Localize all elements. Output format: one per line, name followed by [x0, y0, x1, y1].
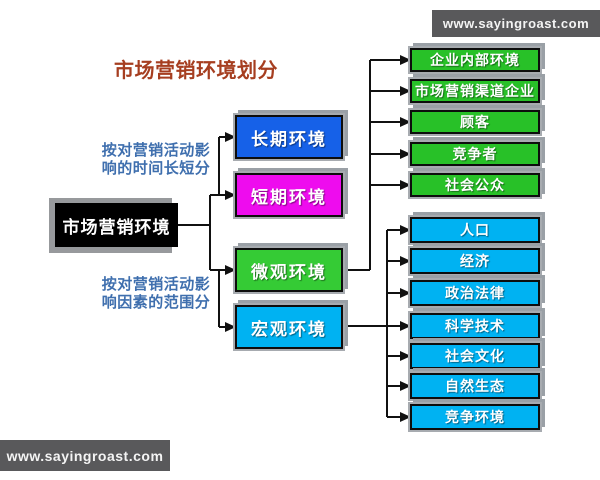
arrow-icon	[400, 86, 411, 96]
arrow-icon	[400, 225, 411, 235]
node-enterprise-internal: 企业内部环境	[410, 48, 540, 72]
node-social-culture: 社会文化	[410, 343, 540, 369]
arrow-icon	[400, 117, 411, 127]
criterion-scope-label: 按对营销活动影 响因素的范围分	[94, 276, 218, 312]
node-population: 人口	[410, 217, 540, 243]
node-long-term-environment: 长期环境	[235, 115, 343, 159]
criterion-time-label: 按对营销活动影 响的时间长短分	[94, 142, 218, 178]
node-root-marketing-environment: 市场营销环境	[55, 203, 178, 247]
watermark-text: www.sayingroast.com	[442, 16, 590, 31]
node-marketing-channel-firms: 市场营销渠道企业	[410, 79, 540, 103]
arrow-icon	[400, 256, 411, 266]
node-macro-environment: 宏观环境	[235, 305, 343, 349]
node-science-technology: 科学技术	[410, 313, 540, 339]
watermark-top-bar: www.sayingroast.com	[432, 10, 600, 37]
node-micro-environment: 微观环境	[235, 248, 343, 292]
criterion-line: 响的时间长短分	[101, 160, 211, 177]
arrow-icon	[225, 322, 236, 332]
arrow-icon	[400, 149, 411, 159]
criterion-line: 按对营销活动影	[101, 276, 211, 293]
watermark-text: www.sayingroast.com	[6, 447, 164, 464]
node-economy: 经济	[410, 248, 540, 274]
connector-cyan-stubs	[387, 229, 400, 418]
arrow-icon	[400, 55, 411, 65]
arrow-icon	[400, 412, 411, 422]
connector-green-stubs	[370, 59, 400, 186]
arrow-icon	[400, 321, 411, 331]
arrow-icon	[225, 190, 236, 200]
arrow-icon	[400, 381, 411, 391]
criterion-line: 按对营销活动影	[101, 142, 211, 159]
arrow-icon	[400, 180, 411, 190]
node-competitive-environment: 竞争环境	[410, 404, 540, 430]
connector-macro	[218, 270, 225, 328]
node-customers: 顾客	[410, 110, 540, 134]
connector-long-term	[218, 136, 225, 195]
node-politics-law: 政治法律	[410, 280, 540, 306]
watermark-bottom-bar: www.sayingroast.com	[0, 440, 170, 471]
node-short-term-environment: 短期环境	[235, 173, 343, 217]
arrow-icon	[400, 351, 411, 361]
node-competitors: 竞争者	[410, 142, 540, 166]
arrow-icon	[225, 132, 236, 142]
arrow-icon	[400, 288, 411, 298]
criterion-line: 响因素的范围分	[101, 294, 211, 311]
node-publics: 社会公众	[410, 173, 540, 197]
diagram-title: 市场营销环境划分	[114, 60, 278, 82]
arrow-icon	[225, 265, 236, 275]
node-natural-ecology: 自然生态	[410, 373, 540, 399]
